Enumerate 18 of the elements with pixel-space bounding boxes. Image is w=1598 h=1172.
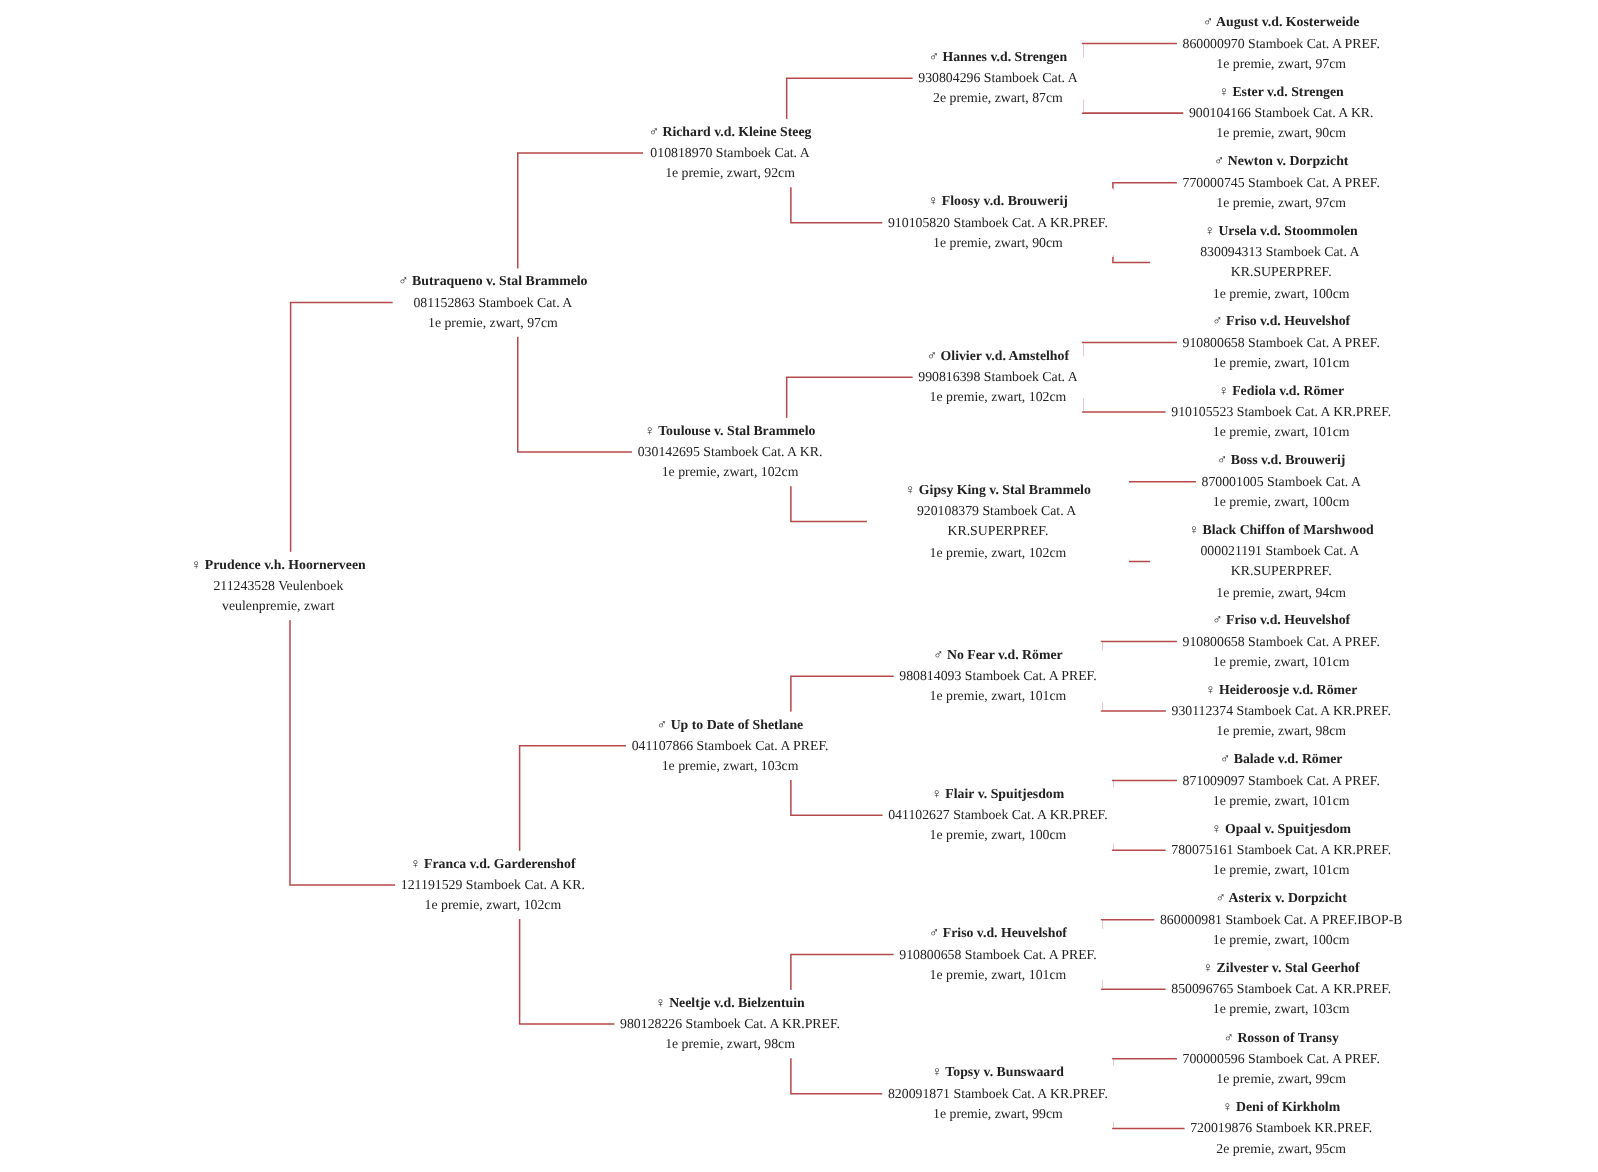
connector [790, 778, 885, 817]
connector [790, 675, 896, 713]
connector [790, 953, 896, 992]
connector [519, 917, 616, 1025]
connector [786, 77, 915, 121]
connector [290, 301, 395, 554]
connector [289, 618, 397, 886]
connector [517, 335, 634, 453]
connector [1112, 254, 1152, 264]
connector [790, 1056, 884, 1095]
connector [1127, 480, 1198, 486]
connector [1112, 181, 1179, 191]
connector [517, 152, 645, 270]
connector [519, 745, 628, 853]
connector [1127, 557, 1152, 563]
connector [790, 484, 869, 523]
connector [786, 376, 915, 420]
connector [790, 185, 884, 224]
